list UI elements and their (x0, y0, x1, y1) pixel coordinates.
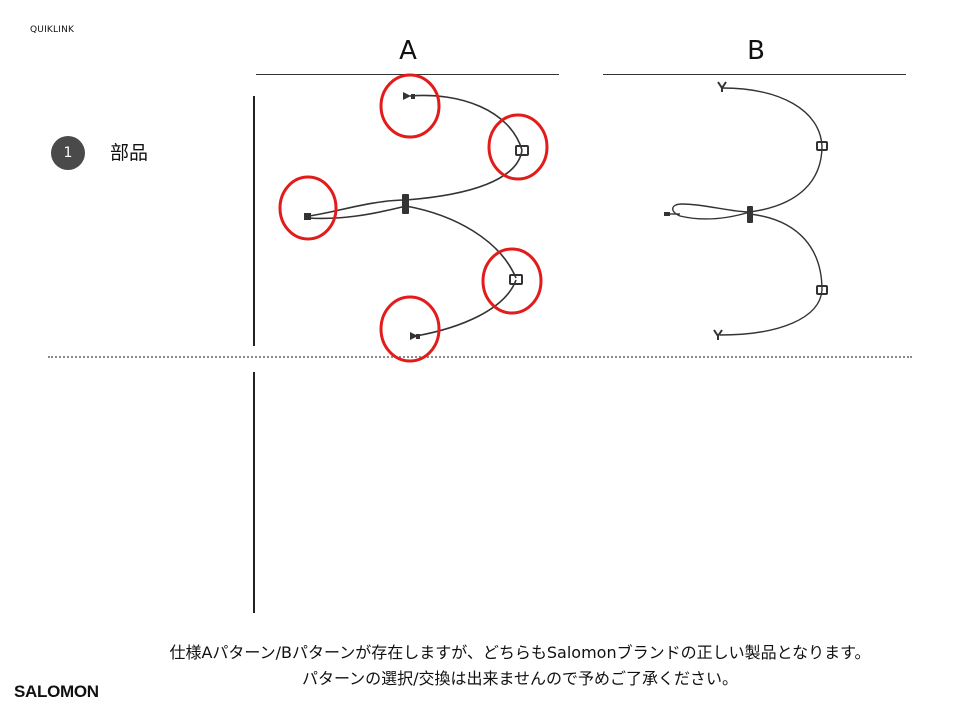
clip-icon (816, 285, 828, 295)
cord-parts-b (664, 81, 828, 340)
column-b-heading: B (747, 36, 765, 66)
column-a-heading: A (399, 36, 417, 66)
cord-lock-icon (402, 194, 409, 214)
cord-diagram-a (278, 73, 549, 363)
cord-end-icon (304, 213, 311, 220)
cord-lock-icon (747, 206, 753, 223)
cord-end-icon (403, 92, 415, 100)
brand-logo: SALOMON (14, 682, 99, 701)
step-number-badge: 1 (51, 136, 85, 170)
highlight-circle (379, 295, 441, 363)
column-b-rule (603, 74, 906, 75)
cord-diagram-b (664, 81, 828, 340)
highlight-circles (278, 73, 549, 363)
highlight-circle (379, 73, 441, 139)
section-divider (48, 356, 912, 358)
vertical-divider-top (253, 96, 255, 346)
note-line-1: 仕様Aパターン/Bパターンが存在しますが、どちらもSalomonブランドの正しい… (169, 643, 871, 662)
product-name: QUIKLINK (30, 25, 75, 35)
cord-lines-b (666, 87, 823, 336)
specification-note: 仕様Aパターン/Bパターンが存在しますが、どちらもSalomonブランドの正しい… (80, 640, 960, 692)
cord-end-icon (410, 332, 420, 340)
cord-parts-a (304, 92, 529, 340)
highlight-circle (481, 247, 543, 315)
cord-end-icon (713, 329, 723, 340)
clip-icon (509, 274, 523, 285)
cord-lines-a (307, 94, 523, 337)
clip-icon (515, 145, 529, 156)
highlight-circle (487, 113, 549, 181)
highlight-circle (278, 175, 338, 241)
vertical-divider-bottom (253, 372, 255, 613)
step-label: 部品 (110, 142, 149, 164)
clip-icon (816, 141, 828, 151)
cord-end-icon (664, 212, 670, 216)
note-line-2: パターンの選択/交換は出来ませんので予めご了承ください。 (301, 669, 739, 688)
cord-end-icon (717, 81, 727, 92)
